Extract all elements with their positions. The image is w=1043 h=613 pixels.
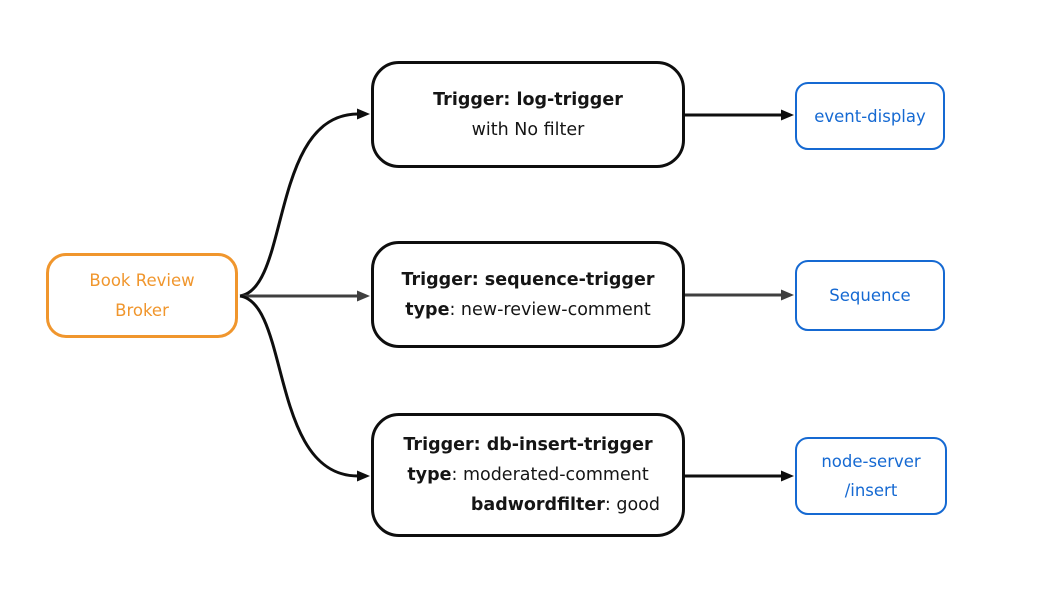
edge-broker-to-log-trigger (239, 108, 370, 298)
broker-node: Book Review Broker (46, 253, 238, 338)
sink-node-server-label: node-server /insert (821, 452, 921, 500)
trigger-db-insert-node: Trigger: db-insert-trigger type: moderat… (371, 413, 685, 537)
trigger-sequence-title: Trigger: sequence-trigger (401, 269, 655, 290)
trigger-db-insert-type-value: : moderated-comment (451, 465, 649, 485)
trigger-log-filter-value: with No filter (471, 119, 585, 140)
trigger-db-insert-filter-value: : good (604, 495, 660, 515)
trigger-log-node: Trigger: log-trigger with No filter (371, 61, 685, 168)
edge-broker-to-db-insert-trigger (239, 294, 370, 482)
sink-node-server-node: node-server /insert (795, 437, 947, 515)
sink-event-display-label: event-display (814, 106, 926, 126)
sink-sequence-label: Sequence (829, 286, 911, 305)
sink-sequence-node: Sequence (795, 260, 945, 331)
trigger-sequence-type-value: : new-review-comment (449, 299, 651, 320)
trigger-db-insert-type-line: type: moderated-comment (374, 460, 682, 490)
trigger-log-title: Trigger: log-trigger (433, 89, 623, 110)
sink-event-display-node: event-display (795, 82, 945, 150)
trigger-db-insert-filter-key: badwordfilter (470, 495, 605, 515)
broker-label: Book Review Broker (89, 270, 195, 320)
trigger-sequence-node: Trigger: sequence-trigger type: new-revi… (371, 241, 685, 348)
trigger-db-insert-title: Trigger: db-insert-trigger (403, 435, 653, 455)
trigger-sequence-type-line: type: new-review-comment (374, 295, 682, 325)
trigger-log-filter-line: with No filter (374, 115, 682, 145)
trigger-db-insert-filter-line: badwordfilter: good (374, 490, 682, 520)
trigger-sequence-type-key: type (405, 299, 450, 320)
trigger-db-insert-type-key: type (407, 465, 452, 485)
